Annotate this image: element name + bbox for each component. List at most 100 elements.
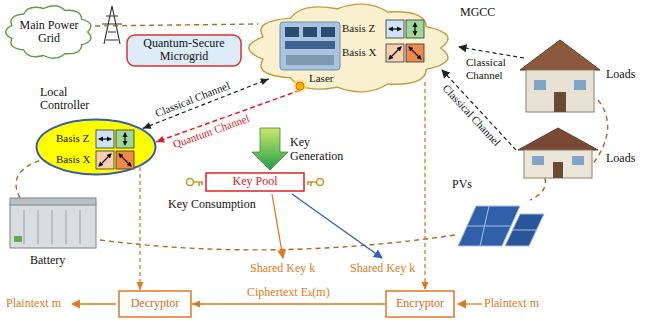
grid-cloud: Main Power Grid (2, 2, 96, 62)
decryptor-box: Decryptor (118, 290, 192, 318)
node-heading: Local Controller (40, 86, 100, 112)
key-pool-box: Key Pool (205, 172, 305, 192)
power-ring-part (16, 160, 41, 198)
house-part (554, 92, 566, 112)
power-ring-part (530, 178, 545, 200)
basis-icon-part (99, 138, 111, 139)
plaintext-label: Plaintext m (6, 297, 61, 311)
classical-channel-arrow-part (442, 70, 516, 150)
basis-icon-part (119, 154, 131, 166)
plaintext-label: Plaintext m (484, 297, 539, 311)
control-room (280, 22, 340, 70)
battery-label: Battery (30, 254, 65, 268)
key-label: Shared Key k (250, 262, 315, 276)
house-part (524, 150, 592, 178)
pv-panels-part (505, 214, 544, 246)
laser-part (296, 82, 304, 90)
control-room-part (285, 41, 335, 49)
node-text-area: Quantum-Secure Microgrid (126, 34, 242, 67)
microgrid-box: Quantum-Secure Microgrid (126, 34, 242, 67)
arrowhead (137, 282, 144, 290)
basis-icon-part (414, 23, 415, 35)
process-label: Key Generation (290, 136, 350, 164)
cloud-outline (249, 4, 448, 92)
key-label: Shared Key k (350, 262, 415, 276)
pv-panels (458, 206, 544, 246)
basis-icon-part (386, 44, 404, 62)
edge-label: Classical Channel (153, 79, 231, 120)
key-generation-arrow (252, 128, 288, 170)
connector (95, 24, 258, 26)
encryptor-box: Encryptor (385, 290, 455, 318)
pv-panels-part (512, 230, 537, 231)
key-icon-part (194, 182, 204, 186)
connector (143, 79, 269, 129)
house-part (532, 156, 544, 165)
house-part (526, 70, 594, 112)
battery-part (10, 204, 96, 248)
battery-part (10, 198, 96, 205)
plaintext-arrow-part (458, 303, 482, 304)
node-heading: MGCC (460, 6, 495, 19)
channel-label: Classical Channel (440, 82, 503, 149)
arrowhead (143, 122, 152, 129)
connector-line (95, 24, 258, 26)
mgcc-cloud: MGCC (244, 0, 456, 96)
node-label: Encryptor (396, 297, 444, 310)
node-text-area: Decryptor (118, 290, 192, 318)
key-icon-part (307, 182, 317, 186)
key-icon-part (317, 179, 324, 186)
house-part (520, 40, 600, 70)
house (518, 128, 598, 178)
basis-icon-part (386, 20, 404, 38)
arrowhead (192, 301, 200, 308)
laser (293, 79, 307, 93)
pv-label: PVs (452, 178, 472, 192)
key-icon-part (187, 179, 194, 186)
node-text-area: Key Pool (205, 172, 305, 192)
node-text-area (35, 118, 157, 176)
battery-part (24, 210, 80, 244)
battery-part (14, 236, 22, 242)
edge-label: Quantum Channel (171, 112, 251, 151)
house-part (553, 162, 563, 178)
basis-icon-part (124, 133, 125, 145)
connector-line (192, 303, 385, 304)
house-part (574, 80, 586, 90)
connector (156, 90, 300, 142)
control-room-part (280, 22, 340, 70)
power-ring (16, 100, 608, 250)
basis-icon-part (116, 151, 134, 169)
classical-channel-arrow (442, 47, 524, 150)
basis-icon (386, 20, 424, 62)
control-room-part (321, 27, 335, 37)
controller-ellipse: Local Controller (35, 118, 157, 176)
basis-icon-part (389, 28, 401, 29)
basis-icon-part (96, 151, 114, 169)
node-text-area: Main Power Grid (2, 2, 96, 62)
box-outline (127, 35, 241, 66)
pylon (102, 6, 122, 44)
node-label: Main Power Grid (13, 19, 85, 45)
control-room-part (286, 55, 334, 65)
basis-icon-part (389, 47, 401, 59)
node-label: Decryptor (131, 297, 180, 310)
node-text-area (244, 0, 456, 96)
basis-icon-part (96, 130, 114, 148)
box-outline (206, 173, 304, 191)
classical-channel-arrow-part (459, 47, 524, 58)
ellipse-outline (37, 120, 156, 175)
connector (422, 82, 429, 290)
key-consumption-line (272, 194, 382, 258)
key-generation-arrow-part (252, 128, 288, 170)
edge-label: Ciphertext Eₖ(m) (247, 286, 330, 300)
pv-panels-part (467, 206, 511, 246)
cloud-outline (6, 6, 91, 59)
basis-icon-part (409, 47, 421, 59)
arrowhead (260, 79, 269, 86)
basis-icon-part (116, 130, 134, 148)
house-part (518, 128, 598, 150)
basis-icon (96, 130, 134, 169)
loads-label: Loads (606, 68, 635, 82)
node-label: Quantum-Secure Microgrid (132, 37, 236, 63)
